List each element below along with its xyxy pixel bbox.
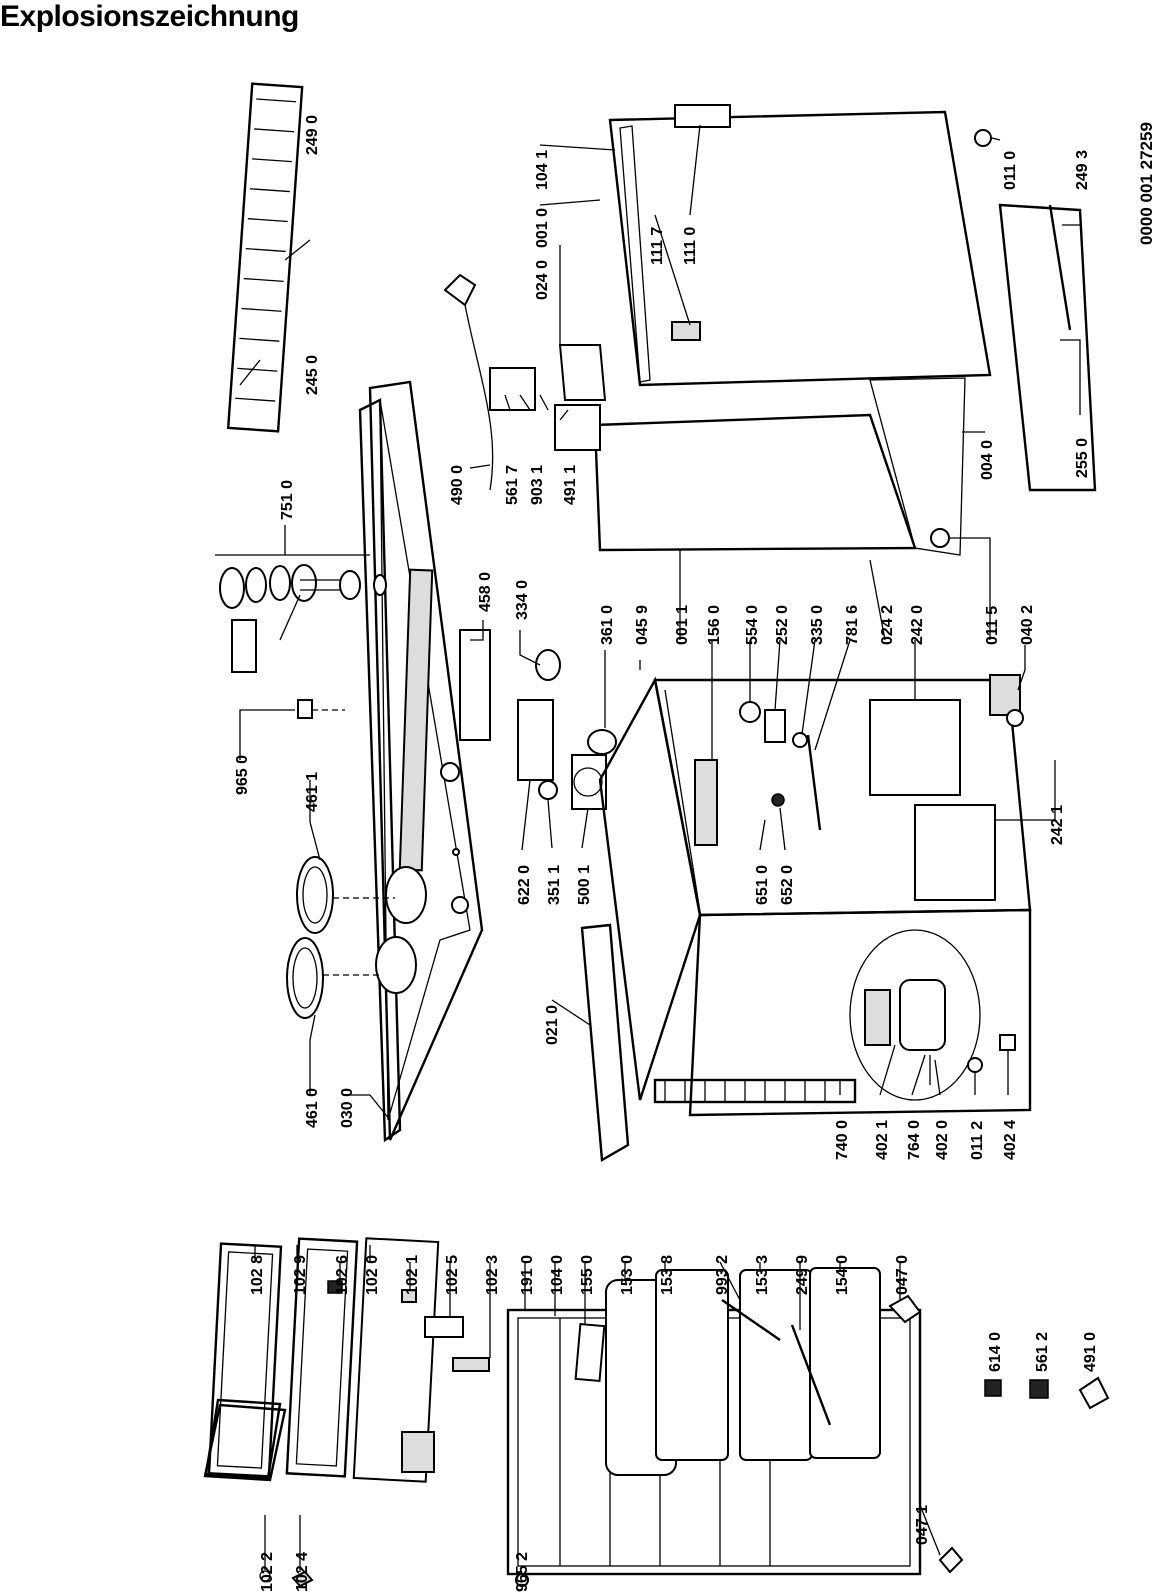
grill-parts [226,82,304,433]
control-parts [459,629,630,1162]
small-clips [259,1280,417,1588]
label-001-0: 001 0 [534,208,551,248]
label-040-2: 040 2 [1019,605,1036,645]
label-102-1: 102 1 [404,1255,421,1295]
label-104-1: 104 1 [534,150,551,190]
label-102-5: 102 5 [444,1255,461,1295]
label-047-1: 047 1 [914,1505,931,1545]
label-154-0: 154 0 [834,1255,851,1295]
door-gasket-part [203,1242,287,1482]
label-402-0: 402 0 [934,1120,951,1160]
document-number: 0000 001 27259 [1137,122,1156,245]
label-111-7: 111 7 [649,227,666,265]
label-993-2: 993 2 [714,1255,731,1295]
label-102-6: 102 6 [334,1255,351,1295]
label-102-2: 102 2 [259,1552,276,1592]
label-011-5: 011 5 [984,606,1001,645]
label-740-0: 740 0 [834,1120,851,1160]
door-panel-part [285,1237,490,1483]
label-491-0: 491 0 [1082,1332,1099,1372]
hose-parts [219,564,387,673]
label-334-0: 334 0 [514,580,531,620]
label-111-0: 111 0 [682,227,699,265]
label-153-3: 153 3 [754,1255,771,1295]
label-614-0: 614 0 [987,1332,1004,1372]
label-001-1: 001 1 [674,605,691,645]
page-title: Explosionszeichnung [0,0,299,33]
label-242-1: 242 1 [1049,805,1066,845]
label-335-0: 335 0 [809,605,826,645]
inner-liner-part [554,344,966,556]
label-751-0: 751 0 [279,480,296,520]
part-labels: 102 8 102 9 102 6 102 0 102 1 102 5 102 … [234,115,1156,1592]
label-361-0: 361 0 [599,605,616,645]
label-047-0: 047 0 [894,1255,911,1295]
label-490-0: 490 0 [449,465,466,505]
label-102-3: 102 3 [484,1255,501,1295]
label-500-1: 500 1 [576,865,593,905]
label-004-0: 004 0 [979,440,996,480]
label-402-1: 402 1 [874,1120,891,1160]
label-011-2: 011 2 [969,1121,986,1160]
shelf-parts-right [930,129,1097,727]
label-622-0: 622 0 [516,865,533,905]
label-102-0: 102 0 [364,1255,381,1295]
label-561-2: 561 2 [1034,1332,1051,1372]
label-191-0: 191 0 [519,1255,536,1295]
label-011-0: 011 0 [1002,151,1019,190]
label-351-1: 351 1 [546,865,563,905]
label-764-0: 764 0 [906,1120,923,1160]
label-249-3: 249 3 [1074,150,1091,190]
door-right-part [608,104,992,387]
label-652-0: 652 0 [779,865,796,905]
label-245-0: 245 0 [304,355,321,395]
tray-parts [286,699,395,1019]
label-242-0: 242 0 [909,605,926,645]
label-104-0: 104 0 [549,1255,566,1295]
label-024-2: 024 2 [879,605,896,645]
compressor-part [849,929,1016,1101]
label-461-0: 461 0 [304,1088,321,1128]
label-155-0: 155 0 [579,1255,596,1295]
label-252-0: 252 0 [774,605,791,645]
label-255-0: 255 0 [1074,438,1091,478]
label-965-2: 965 2 [514,1552,531,1592]
label-024-0: 024 0 [534,260,551,300]
label-153-0: 153 0 [619,1255,636,1295]
foot-parts-left [515,1294,964,1587]
label-045-9: 045 9 [634,605,651,645]
leader-lines [215,124,1081,1572]
worktop-part [358,380,484,1143]
plug-icon [443,273,536,491]
label-903-1: 903 1 [529,465,546,505]
label-021-0: 021 0 [544,1005,561,1045]
label-156-0: 156 0 [706,605,723,645]
label-102-4: 102 4 [294,1552,311,1592]
label-461-1: 461 1 [304,772,321,812]
drawer-parts [574,1267,881,1476]
label-561-7: 561 7 [504,465,521,505]
label-102-8: 102 8 [249,1255,266,1295]
label-554-0: 554 0 [744,605,761,645]
label-491-1: 491 1 [562,465,579,505]
label-651-0: 651 0 [754,865,771,905]
label-781-6: 781 6 [844,605,861,645]
condenser-part [653,1078,857,1104]
label-030-0: 030 0 [339,1088,356,1128]
label-402-4: 402 4 [1002,1120,1019,1160]
label-102-9: 102 9 [292,1255,309,1295]
label-153-8: 153 8 [659,1255,676,1295]
cabinet-body-part [598,676,1032,1117]
label-458-0: 458 0 [477,572,494,612]
label-965-0: 965 0 [234,755,251,795]
loose-small-parts [984,1376,1110,1410]
label-249-9: 249 9 [794,1255,811,1295]
label-249-0: 249 0 [304,115,321,155]
